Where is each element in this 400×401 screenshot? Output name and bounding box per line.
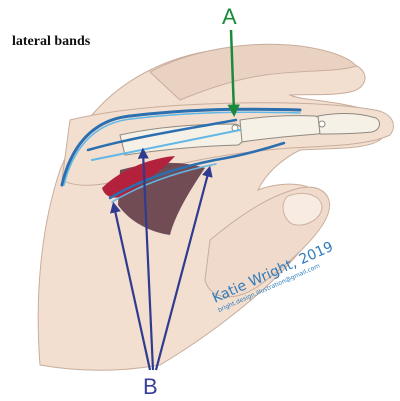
hand-outline — [38, 47, 386, 370]
figure-title: lateral bands — [12, 34, 90, 50]
joint-dip — [319, 121, 325, 127]
distal-phalanx — [318, 114, 379, 134]
label-b: B — [143, 374, 158, 400]
label-a: A — [222, 4, 237, 30]
